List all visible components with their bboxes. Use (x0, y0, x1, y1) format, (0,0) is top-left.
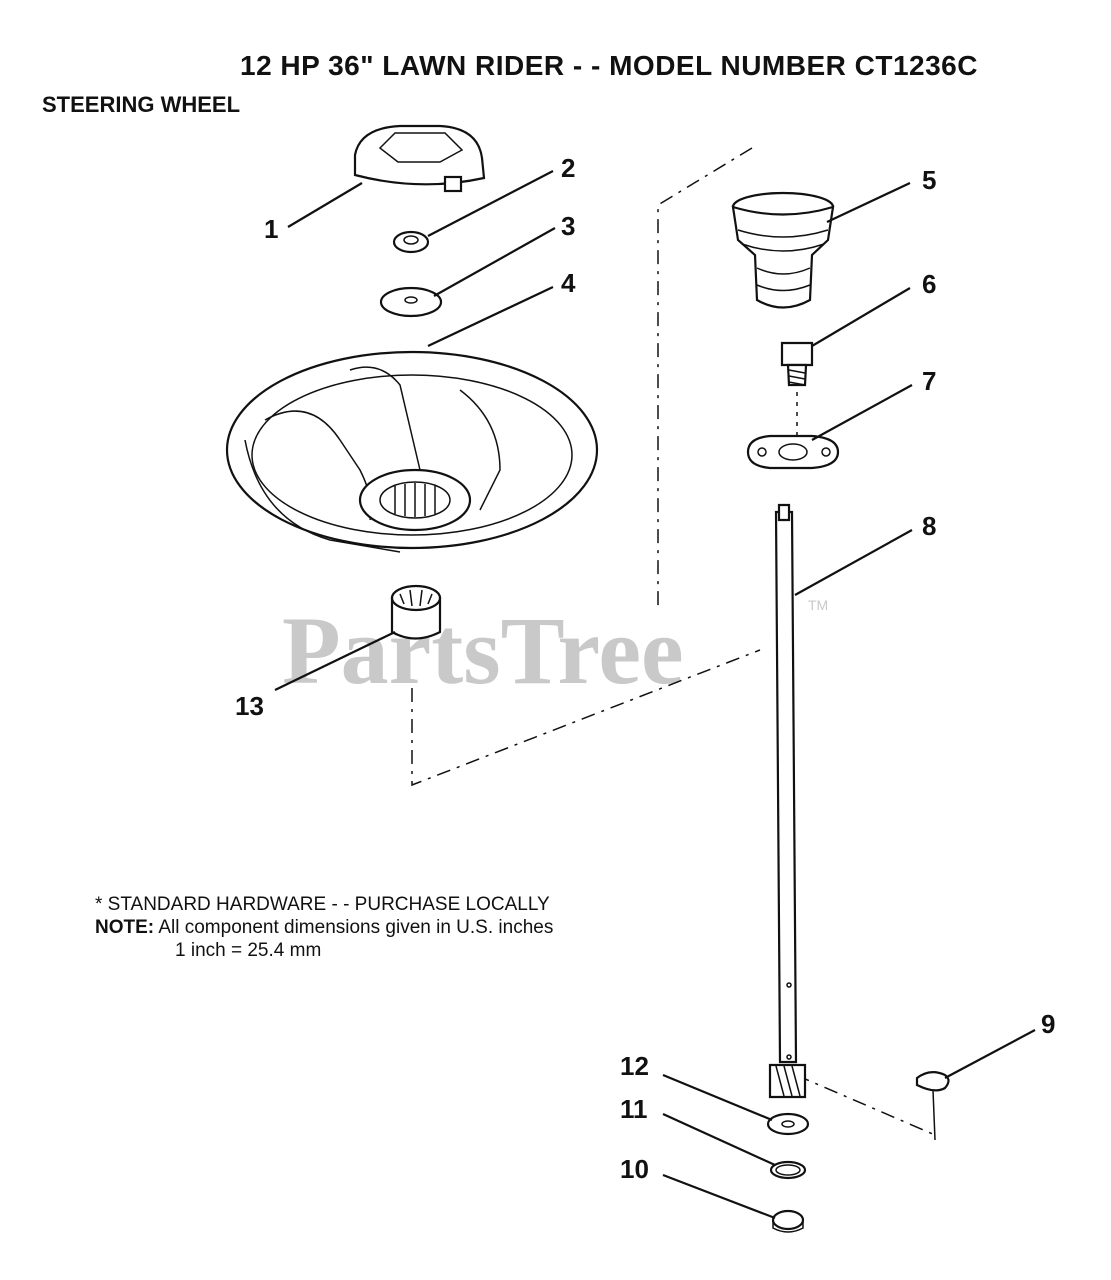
leader-2 (427, 170, 554, 237)
note-standard-hardware: * STANDARD HARDWARE - - PURCHASE LOCALLY (95, 894, 550, 915)
leader-9 (944, 1029, 1036, 1079)
callout-4: 4 (561, 268, 576, 298)
callout-3: 3 (561, 211, 575, 241)
leader-1 (287, 182, 363, 228)
leader-12 (662, 1073, 773, 1122)
callout-7: 7 (922, 366, 936, 396)
hardware-note: * STANDARD HARDWARE - - PURCHASE LOCALLY… (95, 893, 553, 962)
callout-2: 2 (561, 153, 575, 183)
part-cap-nut[interactable] (771, 1209, 805, 1233)
callout-8: 8 (922, 511, 936, 541)
callout-11: 11 (620, 1094, 648, 1124)
watermark-tm: TM (808, 597, 828, 613)
part-cap[interactable] (353, 124, 486, 193)
part-retaining-ring[interactable] (769, 1160, 807, 1180)
callout-13: 13 (235, 691, 264, 721)
section-title: STEERING WHEEL (42, 92, 241, 117)
part-washer[interactable] (379, 286, 443, 318)
callout-6: 6 (922, 269, 936, 299)
callout-5: 5 (922, 165, 936, 195)
note-dimensions-row: NOTE: All component dimensions given in … (95, 916, 553, 939)
leader-5 (826, 182, 911, 223)
leader-4 (427, 286, 554, 347)
part-hub-adapter[interactable] (390, 584, 442, 640)
part-bolt[interactable] (780, 341, 814, 387)
leader-3 (433, 227, 556, 297)
note-conversion: 1 inch = 25.4 mm (175, 940, 322, 961)
note-label: NOTE: (95, 917, 155, 938)
leader-11 (662, 1112, 776, 1167)
diagram-title: 12 HP 36" LAWN RIDER - - MODEL NUMBER CT… (240, 50, 978, 81)
leader-8 (794, 529, 913, 596)
watermark: PartsTree (282, 597, 684, 704)
leader-6 (811, 287, 911, 347)
part-steering-shaft[interactable] (774, 503, 798, 1064)
part-nut[interactable] (392, 230, 430, 254)
part-cotter-pin[interactable] (915, 1071, 950, 1141)
assembly-line-lower (411, 649, 761, 787)
callout-9: 9 (1041, 1009, 1055, 1039)
part-flange-bearing[interactable] (746, 434, 840, 470)
callout-12: 12 (620, 1051, 649, 1081)
leader-13 (274, 631, 396, 691)
leader-7 (811, 384, 913, 441)
part-washer-lower[interactable] (766, 1112, 810, 1136)
part-pinion-gear[interactable] (768, 1063, 807, 1099)
assembly-line-upper (657, 147, 753, 608)
part-steering-wheel[interactable] (225, 350, 599, 553)
callout-10: 10 (620, 1154, 649, 1184)
assembly-line-pin (795, 1074, 936, 1136)
part-steering-boot[interactable] (731, 191, 835, 309)
callout-1: 1 (264, 214, 278, 244)
leader-10 (662, 1173, 776, 1220)
note-dimensions: All component dimensions given in U.S. i… (158, 917, 554, 938)
